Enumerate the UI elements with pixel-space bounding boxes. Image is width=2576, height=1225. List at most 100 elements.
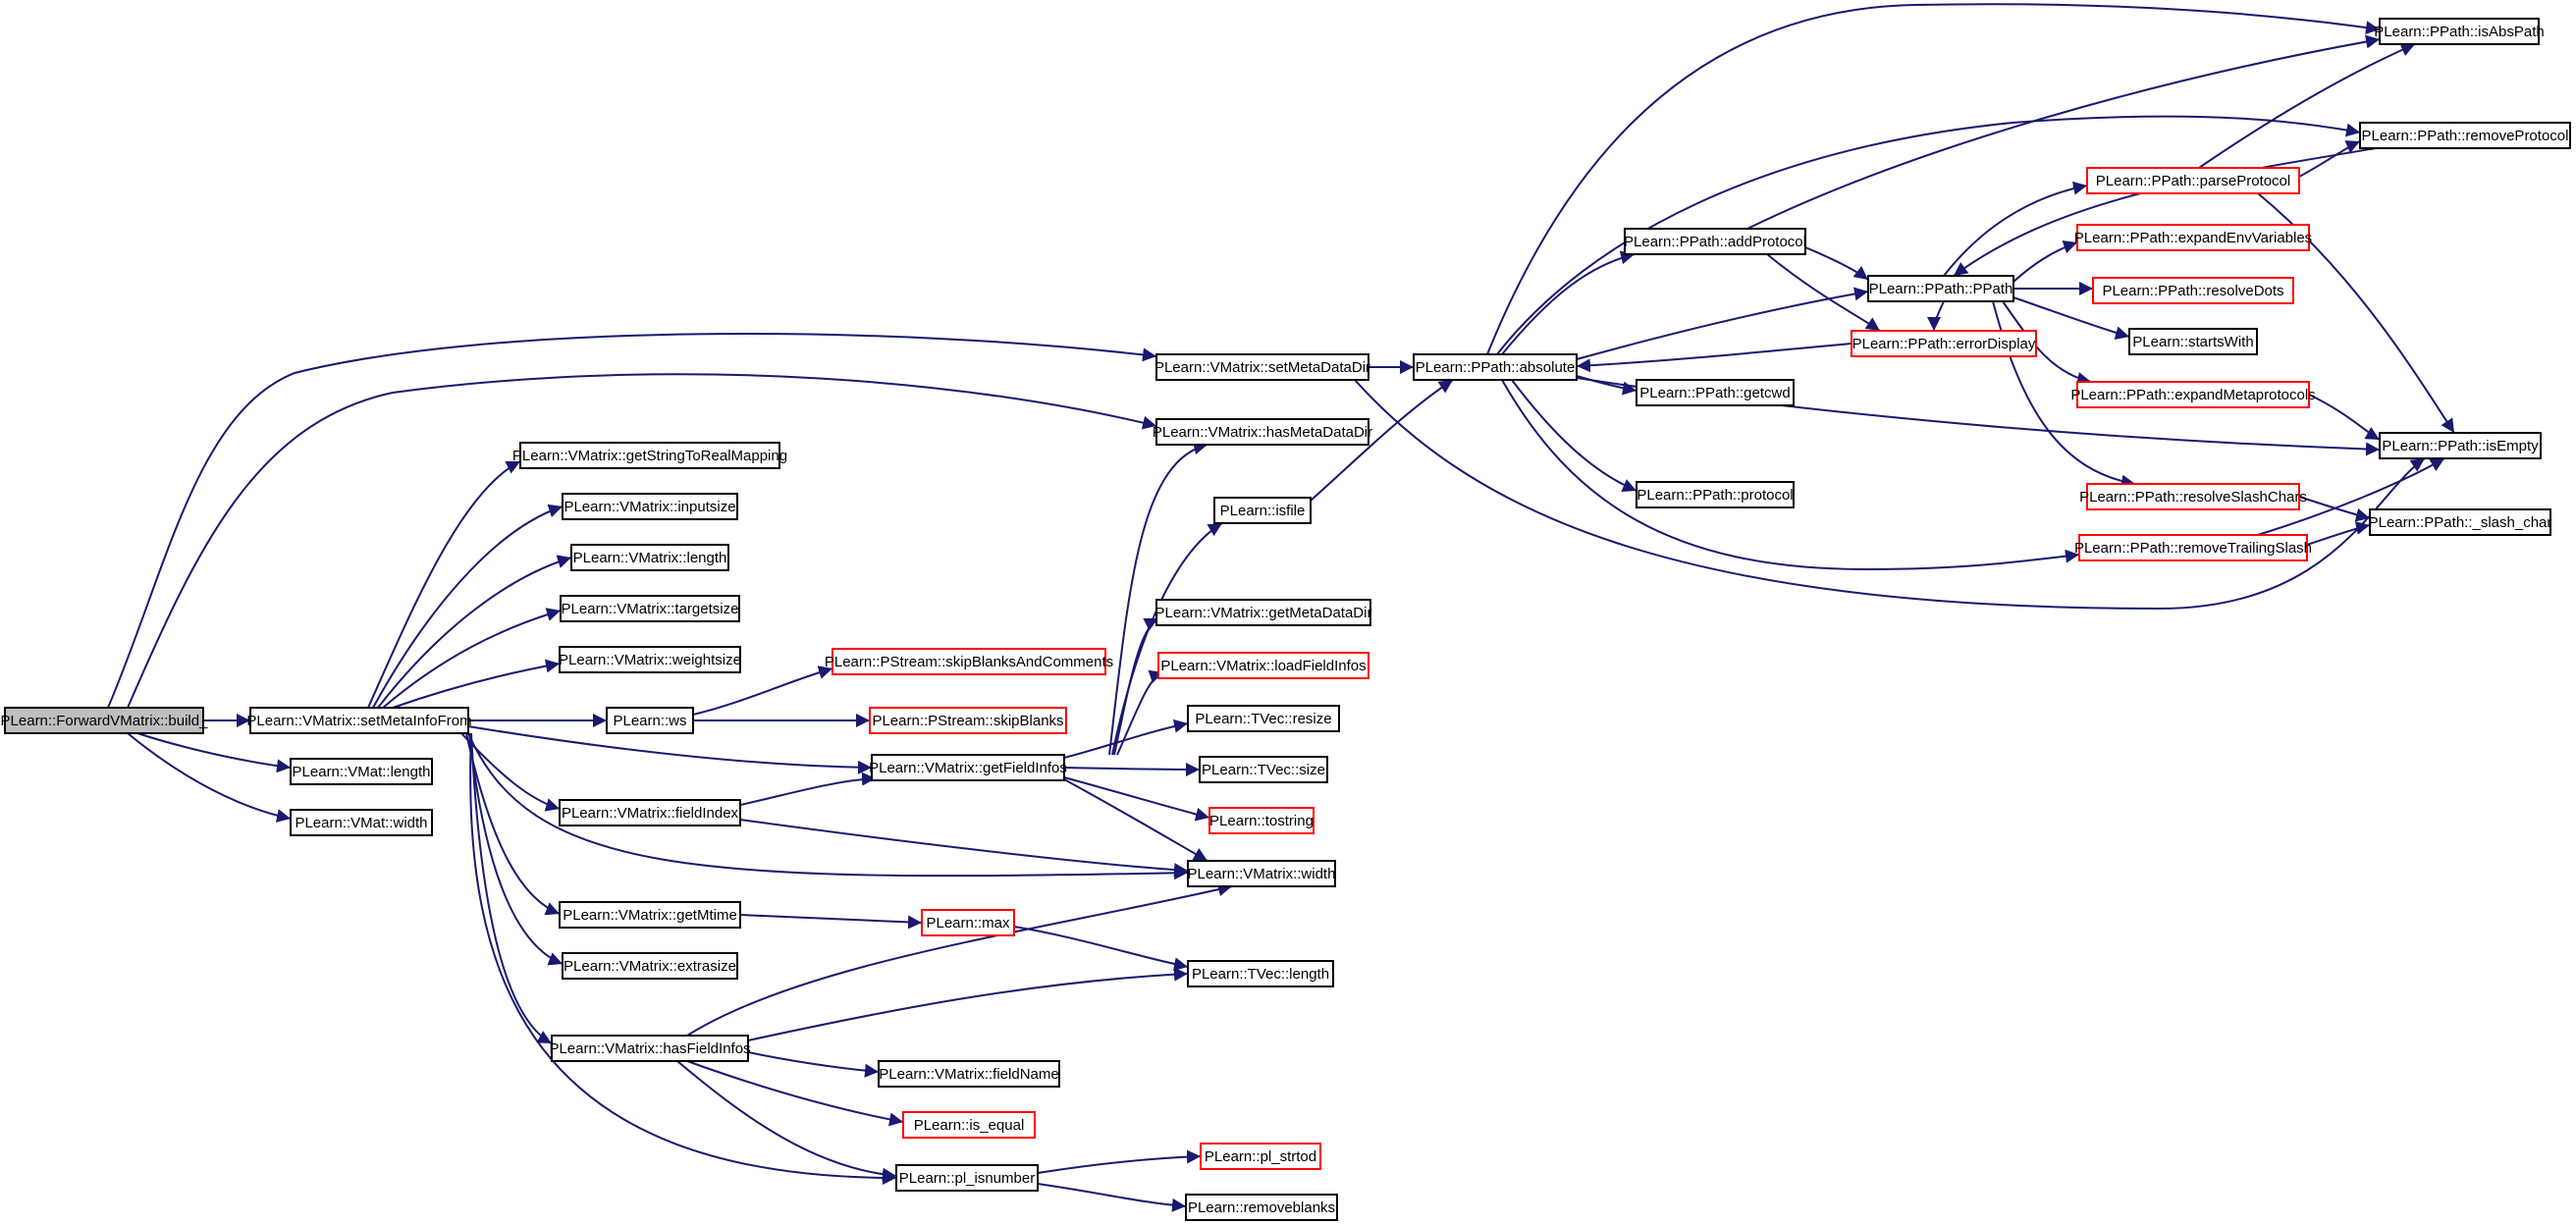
node-getFieldInfos[interactable]: PLearn::VMatrix::getFieldInfos [869, 754, 1067, 781]
node-label: PLearn::PPath::expandEnvVariables [2074, 230, 2312, 246]
node-skipBlanksAndComments[interactable]: PLearn::PStream::skipBlanksAndComments [825, 648, 1113, 675]
node-setMetaInfoFrom[interactable]: PLearn::VMatrix::setMetaInfoFrom [246, 707, 472, 734]
edge-setMetaInfoFrom-to-getMtime [465, 732, 561, 916]
edge-addProtocol-to-errorDisplay [1766, 253, 1881, 332]
edge-setMetaInfoFrom-to-getStringToRealMapping [367, 460, 521, 709]
node-label: PLearn::PPath::resolveSlashChars [2079, 489, 2307, 506]
node-removeTrailingSlash[interactable]: PLearn::PPath::removeTrailingSlash [2074, 534, 2312, 561]
node-build[interactable]: PLearn::ForwardVMatrix::build_ [1, 707, 209, 734]
node-label: PLearn::VMatrix::inputsize [564, 499, 735, 515]
node-absolute[interactable]: PLearn::PPath::absolute [1413, 353, 1578, 381]
node-isEqual[interactable]: PLearn::is_equal [902, 1111, 1036, 1139]
node-label: PLearn::TVec::resize [1195, 711, 1331, 727]
edge-setMetaInfoFrom-to-vmLength [377, 555, 572, 709]
node-tostring[interactable]: PLearn::tostring [1208, 807, 1315, 834]
node-label: PLearn::VMatrix::width [1188, 866, 1336, 882]
node-vmatLength[interactable]: PLearn::VMat::length [290, 758, 433, 785]
node-isEmpty[interactable]: PLearn::PPath::isEmpty [2379, 432, 2542, 459]
node-slashChar[interactable]: PLearn::PPath::_slash_char [2369, 508, 2552, 536]
node-hasFieldInfos[interactable]: PLearn::VMatrix::hasFieldInfos [549, 1035, 751, 1062]
node-label: PLearn::is_equal [914, 1117, 1025, 1134]
nodes-layer: PLearn::ForwardVMatrix::build_PLearn::VM… [1, 18, 2571, 1221]
node-ws[interactable]: PLearn::ws [606, 707, 694, 734]
node-fieldIndex[interactable]: PLearn::VMatrix::fieldIndex [559, 799, 741, 826]
node-expandMetaprotocols[interactable]: PLearn::PPath::expandMetaprotocols [2070, 381, 2316, 408]
node-label: PLearn::VMatrix::setMetaDataDir [1154, 359, 1370, 376]
node-isAbsPath[interactable]: PLearn::PPath::isAbsPath [2374, 18, 2545, 45]
node-label: PLearn::PPath::addProtocol [1624, 234, 1806, 250]
node-weightsize[interactable]: PLearn::VMatrix::weightsize [559, 646, 741, 673]
edge-pPath-to-errorDisplay [1927, 300, 1945, 332]
node-skipBlanks[interactable]: PLearn::PStream::skipBlanks [869, 707, 1067, 734]
node-startsWith[interactable]: PLearn::startsWith [2128, 328, 2258, 355]
edge-getFieldInfos-to-hasMetaDataDir [1108, 441, 1208, 756]
edge-max-to-tvecLength [1013, 926, 1189, 972]
node-errorDisplay[interactable]: PLearn::PPath::errorDisplay [1851, 330, 2037, 357]
node-label: PLearn::max [926, 915, 1010, 932]
node-label: PLearn::PPath::PPath [1869, 281, 2013, 297]
node-expandEnvVariables[interactable]: PLearn::PPath::expandEnvVariables [2074, 224, 2312, 251]
node-max[interactable]: PLearn::max [921, 909, 1015, 936]
node-targetsize[interactable]: PLearn::VMatrix::targetsize [560, 595, 740, 622]
node-label: PLearn::VMatrix::length [573, 550, 727, 566]
node-setMetaDataDir[interactable]: PLearn::VMatrix::setMetaDataDir [1154, 353, 1370, 381]
node-vmatWidth[interactable]: PLearn::VMat::width [290, 809, 433, 836]
node-resolveDots[interactable]: PLearn::PPath::resolveDots [2092, 277, 2294, 304]
node-resolveSlashChars[interactable]: PLearn::PPath::resolveSlashChars [2079, 483, 2307, 510]
node-tvecLength[interactable]: PLearn::TVec::length [1187, 960, 1334, 987]
node-label: PLearn::VMatrix::hasFieldInfos [549, 1040, 750, 1057]
node-label: PLearn::VMatrix::extrasize [564, 958, 736, 975]
node-label: PLearn::PPath::expandMetaprotocols [2070, 387, 2315, 403]
node-plStrtod[interactable]: PLearn::pl_strtod [1200, 1143, 1321, 1170]
node-pPath[interactable]: PLearn::PPath::PPath [1867, 275, 2014, 302]
node-tvecResize[interactable]: PLearn::TVec::resize [1187, 705, 1340, 732]
node-getStringToRealMapping[interactable]: PLearn::VMatrix::getStringToRealMapping [512, 442, 787, 469]
edge-fieldIndex-to-getFieldInfos [739, 772, 877, 806]
edge-ws-to-skipBlanksAndComments [692, 666, 833, 716]
node-extrasize[interactable]: PLearn::VMatrix::extrasize [562, 952, 738, 980]
node-inputsize[interactable]: PLearn::VMatrix::inputsize [562, 493, 738, 520]
edge-build-to-setMetaDataDir [107, 333, 1157, 709]
edge-setMetaInfoFrom-to-hasFieldInfos [470, 732, 553, 1044]
node-label: PLearn::VMatrix::hasMetaDataDir [1153, 424, 1372, 441]
edge-absolute-to-isAbsPath [1486, 3, 2381, 355]
node-label: PLearn::PPath::removeProtocol [2362, 128, 2569, 144]
edge-build-to-vmatLength [136, 732, 292, 773]
edge-isfile-to-absolute [1310, 379, 1454, 502]
edge-hasFieldInfos-to-vmWidth [686, 882, 1233, 1037]
node-label: PLearn::PPath::parseProtocol [2096, 173, 2290, 189]
edge-getFieldInfos-to-tvecSize [1063, 762, 1201, 776]
node-label: PLearn::PPath::isEmpty [2382, 438, 2539, 454]
node-getMetaDataDir[interactable]: PLearn::VMatrix::getMetaDataDir [1155, 599, 1372, 626]
edge-setMetaInfoFrom-to-targetsize [382, 608, 562, 709]
node-vmWidth[interactable]: PLearn::VMatrix::width [1187, 860, 1336, 887]
node-loadFieldInfos[interactable]: PLearn::VMatrix::loadFieldInfos [1157, 652, 1369, 679]
node-label: PLearn::VMat::width [295, 815, 427, 831]
node-label: PLearn::isfile [1220, 503, 1306, 519]
edge-absolute-to-removeProtocol [1496, 115, 2361, 355]
node-removeblanks[interactable]: PLearn::removeblanks [1185, 1194, 1338, 1221]
node-label: PLearn::TVec::size [1202, 762, 1325, 778]
node-plIsnumber[interactable]: PLearn::pl_isnumber [895, 1164, 1039, 1192]
node-isfile[interactable]: PLearn::isfile [1213, 497, 1312, 524]
node-protocol[interactable]: PLearn::PPath::protocol [1636, 481, 1795, 508]
node-removeProtocol[interactable]: PLearn::PPath::removeProtocol [2359, 122, 2571, 149]
node-hasMetaDataDir[interactable]: PLearn::VMatrix::hasMetaDataDir [1153, 418, 1372, 446]
node-addProtocol[interactable]: PLearn::PPath::addProtocol [1624, 228, 1806, 255]
node-label: PLearn::pl_strtod [1205, 1148, 1316, 1165]
edge-setMetaInfoFrom-to-inputsize [372, 504, 564, 709]
node-label: PLearn::ForwardVMatrix::build_ [1, 713, 209, 729]
node-parseProtocol[interactable]: PLearn::PPath::parseProtocol [2086, 167, 2300, 194]
node-tvecSize[interactable]: PLearn::TVec::size [1199, 756, 1328, 783]
node-label: PLearn::VMatrix::weightsize [559, 652, 741, 668]
edge-removeTrailingSlash-to-isEmpty [2257, 457, 2445, 536]
node-getcwd[interactable]: PLearn::PPath::getcwd [1636, 379, 1795, 406]
node-label: PLearn::VMatrix::getStringToRealMapping [512, 448, 787, 464]
edge-removeTrailingSlash-to-slashChar [2306, 521, 2371, 546]
node-getMtime[interactable]: PLearn::VMatrix::getMtime [559, 901, 741, 929]
node-label: PLearn::VMatrix::targetsize [562, 601, 739, 617]
node-vmLength[interactable]: PLearn::VMatrix::length [570, 544, 729, 571]
edge-setMetaInfoFrom-to-weightsize [392, 659, 561, 709]
node-fieldName[interactable]: PLearn::VMatrix::fieldName [878, 1060, 1060, 1088]
edge-setMetaInfoFrom-to-getFieldInfos [467, 725, 873, 774]
